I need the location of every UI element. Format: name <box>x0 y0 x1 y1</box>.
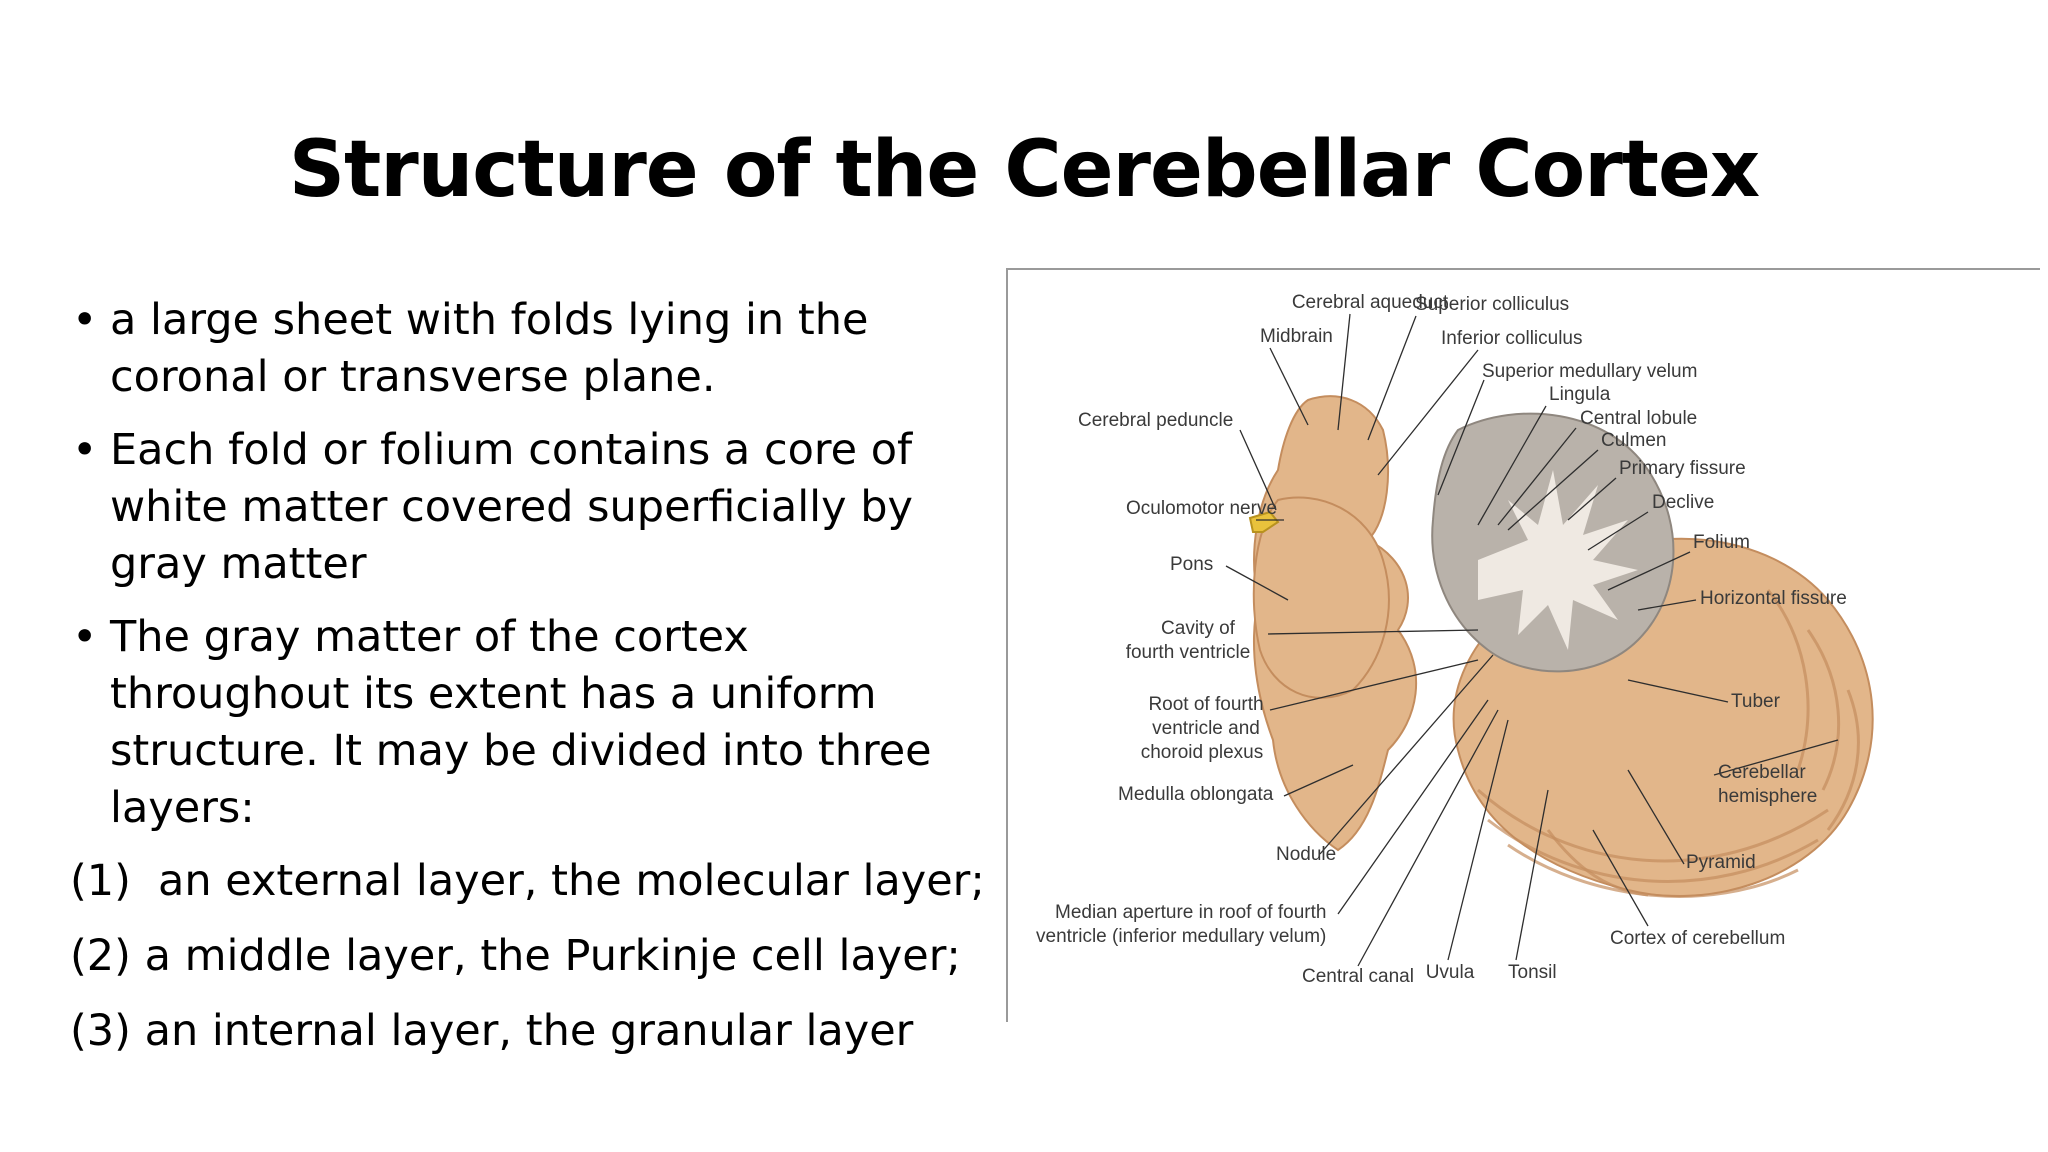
label-cerebellar-line1: Cerebellar <box>1718 762 1806 783</box>
figure-labels: Cerebral aqueduct Superior colliculus Mi… <box>1036 292 1847 987</box>
layer-text: an external layer, the molecular layer; <box>158 856 985 906</box>
leader-line-inferior-colliculus <box>1377 349 1479 476</box>
bullet-text: a large sheet with folds lying in the co… <box>110 295 869 402</box>
label-median-line1: Median aperture in roof of fourth <box>1055 902 1326 923</box>
arbor-vitae <box>1478 470 1638 650</box>
leader-line-superior-colliculus <box>1367 315 1417 441</box>
label-cerebellar-line2: hemisphere <box>1718 786 1817 807</box>
leader-line-root <box>1269 659 1479 711</box>
label-superior-colliculus: Superior colliculus <box>1415 294 1569 315</box>
leader-line-culmen <box>1507 449 1599 531</box>
leader-line-folium <box>1607 551 1691 591</box>
label-declive: Declive <box>1652 492 1714 513</box>
leader-line-cortex-of-cerebellum <box>1592 829 1649 927</box>
leader-line-midbrain <box>1269 347 1309 426</box>
leader-line-primary-fissure <box>1567 477 1617 521</box>
label-superior-medullary-velum: Superior medullary velum <box>1482 361 1697 382</box>
bullet-marker: • <box>72 295 98 345</box>
leader-line-uvula <box>1447 719 1509 961</box>
bullet-item: • a large sheet with folds lying in the … <box>70 292 1000 406</box>
label-midbrain: Midbrain <box>1260 326 1333 347</box>
label-uvula: Uvula <box>1426 962 1475 983</box>
leader-line-pyramid <box>1627 769 1685 865</box>
slide-title: Structure of the Cerebellar Cortex <box>288 125 1760 215</box>
label-lingula: Lingula <box>1549 384 1611 405</box>
oculomotor-nerve-shape <box>1248 510 1280 533</box>
label-pons: Pons <box>1170 554 1213 575</box>
leader-line-tonsil <box>1515 789 1549 961</box>
leader-line-cerebral-aqueduct <box>1337 313 1351 431</box>
hemisphere-folia <box>1477 589 1860 898</box>
bullet-item: • Each fold or folium contains a core of… <box>70 422 1000 593</box>
label-cerebral-peduncle: Cerebral peduncle <box>1078 410 1233 431</box>
label-horizontal-fissure: Horizontal fissure <box>1700 588 1847 609</box>
layer-number: (2) <box>70 931 131 981</box>
label-folium: Folium <box>1693 532 1750 553</box>
leader-line-superior-medullary-velum <box>1437 379 1485 496</box>
layer-number: (3) <box>70 1006 131 1056</box>
slide-body: • a large sheet with folds lying in the … <box>70 292 1000 1078</box>
label-cavity-line1: Cavity of <box>1161 618 1236 639</box>
cerebellum-figure: Cerebral aqueduct Superior colliculus Mi… <box>1006 268 2040 1022</box>
layer-item: (1) an external layer, the molecular laye… <box>70 853 1000 910</box>
label-pyramid: Pyramid <box>1686 852 1756 873</box>
leader-line-medulla-oblongata <box>1283 764 1354 797</box>
bullet-marker: • <box>72 612 98 662</box>
leader-line-cerebellar-hemisphere <box>1713 739 1839 776</box>
layer-item: (3) an internal layer, the granular laye… <box>70 1003 1000 1060</box>
label-central-canal: Central canal <box>1302 966 1414 987</box>
label-cortex-of-cerebellum: Cortex of cerebellum <box>1610 928 1785 949</box>
leader-line-median-aperture <box>1337 699 1489 915</box>
label-root-line3: choroid plexus <box>1141 742 1264 763</box>
leader-line-nodule <box>1319 654 1494 855</box>
label-root-line1: Root of fourth <box>1148 694 1263 715</box>
leader-line-tuber <box>1627 679 1729 703</box>
label-medulla-oblongata: Medulla oblongata <box>1118 784 1274 805</box>
label-oculomotor-nerve: Oculomotor nerve <box>1126 498 1277 519</box>
label-tonsil: Tonsil <box>1508 962 1557 983</box>
label-cerebral-aqueduct: Cerebral aqueduct <box>1292 292 1449 313</box>
layer-number: (1) <box>70 856 131 906</box>
leader-line-pons <box>1225 565 1289 601</box>
label-primary-fissure: Primary fissure <box>1619 458 1746 479</box>
leader-line-central-lobule <box>1497 427 1577 526</box>
layer-item: (2) a middle layer, the Purkinje cell la… <box>70 928 1000 985</box>
label-inferior-colliculus: Inferior colliculus <box>1441 328 1583 349</box>
label-nodule: Nodule <box>1276 844 1336 865</box>
bullet-item: • The gray matter of the cortex througho… <box>70 609 1000 837</box>
bullet-text: The gray matter of the cortex throughout… <box>110 612 932 833</box>
bullet-text: Each fold or folium contains a core of w… <box>110 425 913 589</box>
leader-line-cavity <box>1267 629 1479 635</box>
label-cavity-line2: fourth ventricle <box>1126 642 1251 663</box>
label-tuber: Tuber <box>1731 691 1781 712</box>
leader-line-horizontal-fissure <box>1637 599 1697 611</box>
bullet-marker: • <box>72 425 98 475</box>
label-culmen: Culmen <box>1601 430 1666 451</box>
leader-line-lingula <box>1477 405 1547 526</box>
layer-text: an internal layer, the granular layer <box>144 1006 914 1056</box>
label-central-lobule: Central lobule <box>1580 408 1697 429</box>
cerebellum-diagram: Cerebral aqueduct Superior colliculus Mi… <box>1036 292 1874 987</box>
cerebellum-illustration <box>1248 395 1874 898</box>
label-median-line2: ventricle (inferior medullary velum) <box>1036 926 1326 947</box>
leader-line-central-canal <box>1357 709 1499 967</box>
leader-lines <box>1225 313 1839 967</box>
leader-line-declive <box>1587 511 1649 551</box>
leader-line-cerebral-peduncle <box>1239 429 1277 511</box>
label-root-line2: ventricle and <box>1152 718 1260 739</box>
layer-text: a middle layer, the Purkinje cell layer; <box>144 931 961 981</box>
